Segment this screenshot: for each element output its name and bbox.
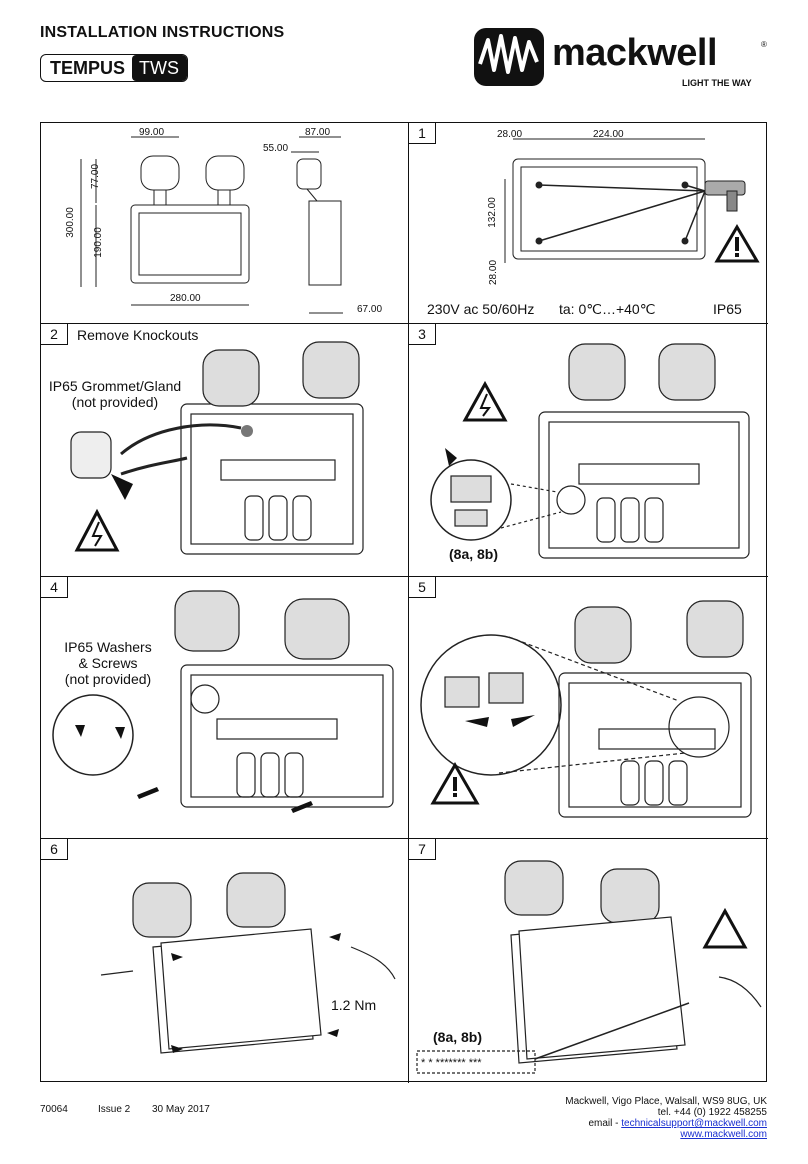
reference-label: (8a, 8b) [449,546,499,562]
panel-step-7: 7 (8a, 8b) * * ******* *** [409,839,768,1083]
grommet-note-line2: (not provided) [71,394,159,410]
step-heading: Remove Knockouts [77,327,199,343]
dim-depth-total: 87.00 [305,127,331,138]
dim-hole-spacing-x: 224.00 [593,129,624,140]
dim-height-lamp: 77.00 [90,163,102,190]
brand-registered-mark: ® [761,40,767,49]
brand-name: mackwell [552,32,718,74]
doc-date: 30 May 2017 [152,1104,210,1115]
washers-note-line1: IP65 Washers [64,639,152,655]
labeling-drawing [416,860,762,1074]
brand-tagline: LIGHT THE WAY [682,78,752,88]
serial-label: * * ******* *** [421,1057,482,1069]
washers-note-line2: & Screws [78,655,138,671]
dim-width-lamp: 99.00 [139,127,165,138]
dimension-drawing [80,136,343,314]
dim-width-body: 280.00 [170,293,201,304]
contact-phone: tel. +44 (0) 1922 458255 [657,1107,767,1118]
contact-block: Mackwell, Vigo Place, Walsall, WS9 8UG, … [470,1096,767,1140]
knockout-drawing [70,341,364,555]
dim-height-total: 300.00 [64,207,76,238]
step-number: 4 [41,577,68,598]
panel-step-1: 1 [409,123,768,324]
connector-drawing [420,600,752,818]
temperature-rating: ta: 0℃…+40℃ [559,301,656,317]
step-number: 3 [409,324,436,345]
electrical-hazard-icon [462,380,508,422]
contact-website-link[interactable]: www.mackwell.com [680,1129,767,1140]
contact-address: Mackwell, Vigo Place, Walsall, WS9 8UG, … [565,1096,767,1107]
wiring-drawing [430,343,750,559]
product-name-bold: TEMPUS [50,58,126,78]
product-name-badge: TEMPUS TWS [40,54,189,82]
contact-website-row: www.mackwell.com [470,1129,767,1140]
panel-step-2: 2 Remove Knockouts IP65 Grommet/Gland (n… [41,324,409,577]
dim-height-body: 190.00 [92,227,104,258]
contact-email-prefix: email - [588,1118,622,1129]
grommet-note: IP65 Grommet/Gland (not provided) [45,378,185,410]
panel-step-4: 4 IP65 Washers & Screws (not provided) [41,577,409,839]
step-number: 6 [41,839,68,860]
brand-logo-icon [474,28,544,86]
document-title: INSTALLATION INSTRUCTIONS [40,24,285,41]
dim-offset-y: 28.00 [488,259,500,286]
lid-closing-drawing [100,872,396,1054]
washers-note: IP65 Washers & Screws (not provided) [43,639,173,687]
step-number: 7 [409,839,436,860]
panel-step-5: 5 [409,577,768,839]
panel-step-6: 6 1.2 Nm [41,839,409,1083]
dim-depth-lamp: 55.00 [263,143,289,154]
grommet-note-line1: IP65 Grommet/Gland [48,378,182,394]
step-number: 2 [41,324,68,345]
instruction-grid: 99.00 87.00 55.00 77.00 300.00 190.00 28… [40,122,768,1083]
panel-dimensions: 99.00 87.00 55.00 77.00 300.00 190.00 28… [41,123,409,324]
ip-rating: IP65 [713,301,742,317]
step-number: 1 [409,123,436,144]
torque-value: 1.2 Nm [331,997,377,1013]
warning-triangle-icon [702,907,748,949]
step-number: 5 [409,577,436,598]
washers-note-line3: (not provided) [64,671,152,687]
mounting-screws-drawing [52,590,394,813]
contact-email-link[interactable]: technicalsupport@mackwell.com [621,1118,767,1129]
electrical-hazard-icon [74,508,120,552]
brand-logo [474,26,774,96]
doc-number: 70064 [40,1104,68,1115]
dim-depth-body: 67.00 [357,304,383,315]
reference-label: (8a, 8b) [433,1029,483,1045]
mounting-drawing [504,138,760,263]
doc-issue: Issue 2 [98,1104,131,1115]
warning-triangle-icon [714,224,760,263]
contact-email-row: email - technicalsupport@mackwell.com [470,1118,767,1129]
voltage-rating: 230V ac 50/60Hz [427,301,535,317]
product-name-light: TWS [132,55,188,81]
panel-step-3: 3 (8a, [409,324,768,577]
dim-offset-x: 28.00 [497,129,523,140]
dim-hole-spacing-y: 132.00 [486,197,498,228]
